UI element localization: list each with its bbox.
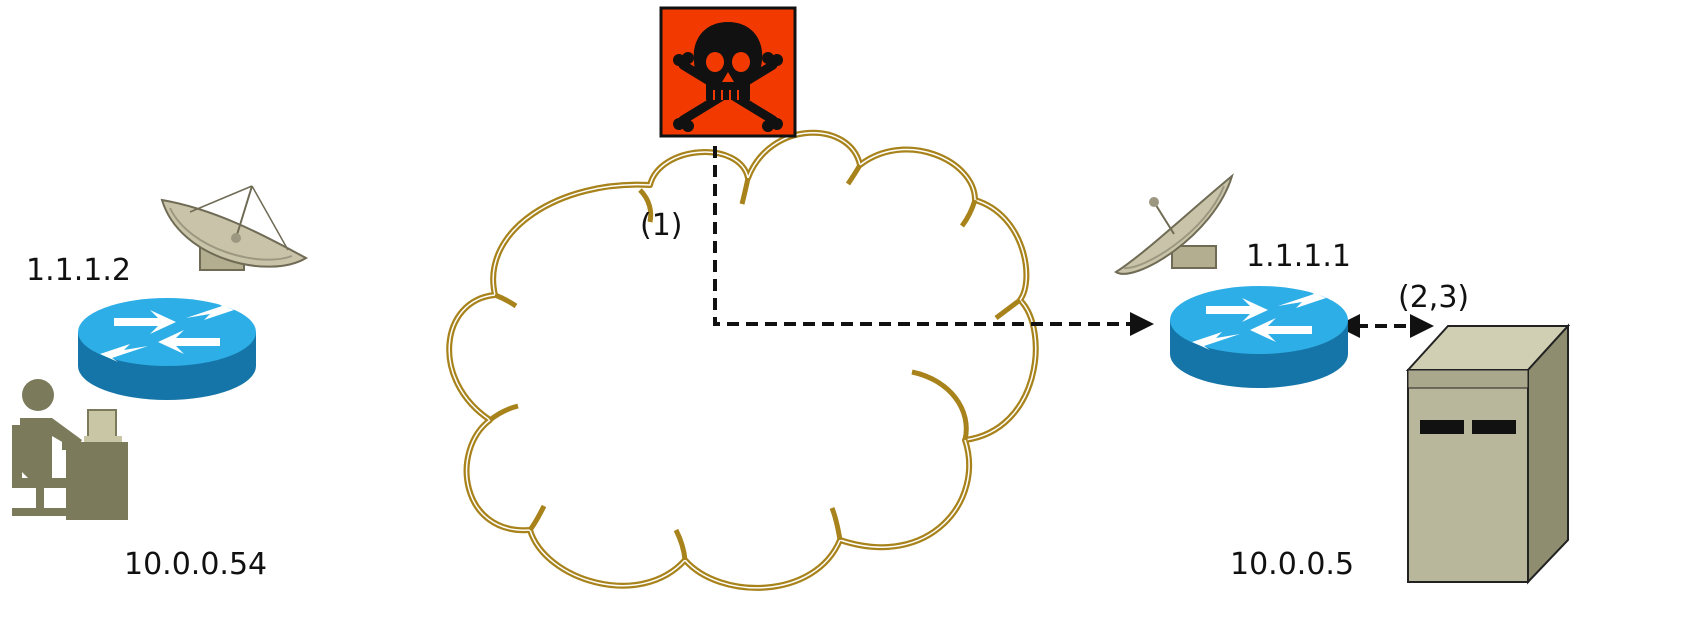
cloud-icon: [446, 129, 1039, 591]
router-icon: [78, 298, 256, 400]
right-router-ip-label: 1.1.1.1: [1246, 239, 1351, 274]
attack-path-arrow: [713, 146, 1154, 336]
step-1-label: (1): [640, 208, 683, 243]
user-at-workstation-icon: [12, 379, 128, 520]
skull-crossbones-icon: [659, 6, 797, 138]
router-icon: [1170, 286, 1348, 388]
satellite-dish-icon: [1114, 173, 1234, 275]
satellite-dish-icon: [160, 185, 309, 271]
server-tower-icon: [1405, 323, 1571, 585]
left-router-ip-label: 1.1.1.2: [26, 253, 131, 288]
right-server-ip-label: 10.0.0.5: [1230, 547, 1355, 582]
step-2-3-label: (2,3): [1398, 280, 1470, 315]
left-host-ip-label: 10.0.0.54: [124, 547, 268, 582]
